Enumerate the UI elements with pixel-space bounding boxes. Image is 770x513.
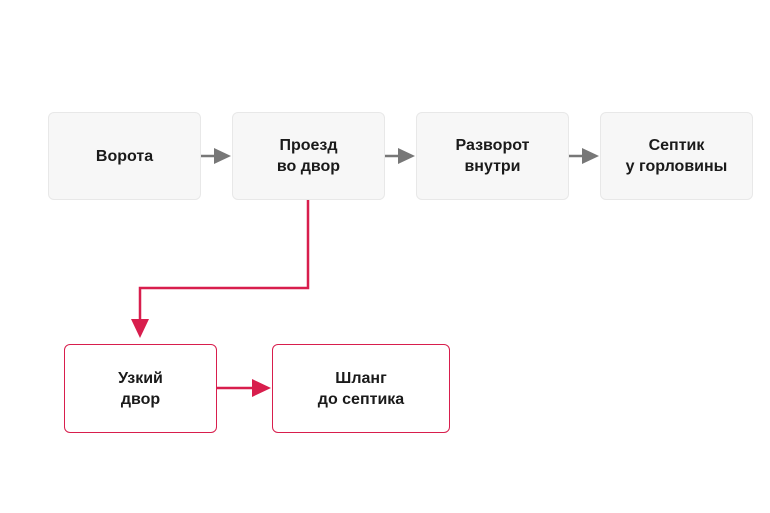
node-driveway: Проезд во двор [232, 112, 385, 200]
arrowhead-icon [252, 379, 271, 397]
node-hose-label-line2: до септика [317, 390, 405, 408]
node-septic-label-line1: Септик [648, 137, 705, 154]
node-turnaround-label-line1: Разворот [455, 137, 530, 154]
edge-driveway-to-turnaround [385, 148, 415, 164]
arrowhead-icon [582, 148, 599, 164]
arrowhead-icon [214, 148, 231, 164]
node-septic-label-line2: у горловины [625, 158, 728, 175]
node-driveway-label-line1: Проезд [279, 137, 338, 154]
node-narrow-yard-label-line1: Узкий [118, 369, 163, 387]
node-narrow-yard: Узкий двор [64, 344, 217, 433]
node-gate: Ворота [48, 112, 201, 200]
edge-turnaround-to-septic [569, 148, 599, 164]
edge-narrow-yard-to-hose [217, 379, 271, 397]
node-turnaround: Разворот внутри [416, 112, 569, 200]
edge-driveway-to-narrow-yard [131, 200, 310, 338]
arrowhead-icon [398, 148, 415, 164]
node-hose: Шланг до септика [272, 344, 450, 433]
node-septic: Септик у горловины [600, 112, 753, 200]
arrowhead-icon [131, 319, 149, 338]
node-hose-label-line1: Шланг [335, 369, 387, 387]
edge-gate-to-driveway [201, 148, 231, 164]
node-narrow-yard-label-line2: двор [120, 390, 161, 408]
node-turnaround-label-line2: внутри [464, 158, 521, 175]
node-driveway-label-line2: во двор [276, 158, 341, 175]
node-gate-label: Ворота [95, 147, 154, 165]
